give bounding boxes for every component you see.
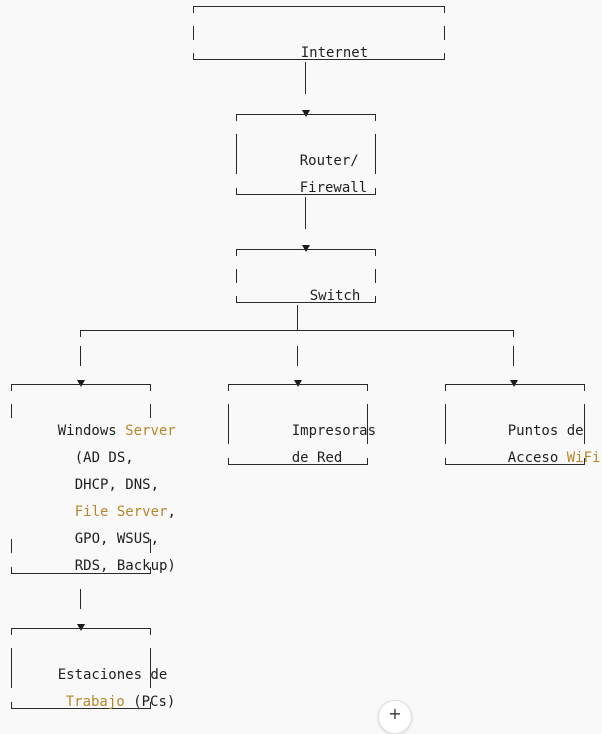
arrow-down-icon [77,380,85,387]
connector [305,62,306,94]
connector [305,197,306,229]
node-puntos-acceso: Puntos de Acceso WiFi [445,384,600,466]
node-puntos-acceso-line-1: Acceso WiFi [474,428,601,466]
text-segment-highlight: Trabajo [65,694,125,710]
node-switch: Switch [236,249,376,304]
text-segment-highlight: Server [125,423,176,439]
text-segment: Switch [309,288,361,304]
node-windows-server-line-0: Windows Server [24,401,176,439]
text-segment: de Red [291,450,343,466]
node-internet: Internet [193,6,445,61]
node-estaciones-line-0: Estaciones de [24,645,168,683]
arrow-down-icon [294,380,302,387]
expand-button[interactable]: + [378,700,412,734]
node-switch-line-0: Switch [276,266,361,304]
text-segment: , [167,504,176,520]
node-impresoras: Impresoras de Red [228,384,376,466]
node-router-line-0: Router/ [266,131,359,169]
text-segment-highlight: File Server [74,504,168,520]
node-estaciones-line-1: Trabajo (PCs) [32,672,176,710]
text-segment: (PCs) [124,694,176,710]
connector [297,346,298,366]
connector [297,305,298,331]
text-segment: Impresoras [291,423,377,439]
connector [513,330,514,337]
text-segment: RDS, Backup) [74,558,176,574]
node-impresoras-line-1: de Red [258,428,343,466]
node-windows-server-line-3: File Server, [41,482,176,520]
text-segment: Internet [300,45,369,61]
text-segment: DHCP, DNS, [74,477,160,493]
plus-icon: + [388,704,402,723]
connector [80,589,81,609]
text-segment: Router/ [299,153,359,169]
connector [80,346,81,366]
node-estaciones: Estaciones de Trabajo (PCs) [11,628,175,710]
connector [513,346,514,366]
node-windows-server-line-5: RDS, Backup) [41,536,176,574]
connector [80,330,81,337]
text-segment: Windows [57,423,126,439]
node-router-line-1: Firewall [266,158,367,196]
arrow-down-icon [77,624,85,631]
text-segment: GPO, WSUS, [74,531,160,547]
node-internet-line-0: Internet [267,23,368,61]
node-windows-server-line-1: (AD DS, [41,428,134,466]
node-puntos-acceso-line-0: Puntos de [474,401,584,439]
node-windows-server-line-4: GPO, WSUS, [41,509,159,547]
node-impresoras-line-0: Impresoras [258,401,376,439]
arrow-down-icon [510,380,518,387]
node-windows-server: Windows Server (AD DS, DHCP, DNS, File S… [11,384,176,574]
text-segment: (AD DS, [74,450,134,466]
arrow-down-icon [302,110,310,117]
text-segment: Acceso [507,450,567,466]
text-segment: Puntos de [507,423,584,439]
text-segment: Estaciones de [57,667,168,683]
node-windows-server-line-2: DHCP, DNS, [41,455,159,493]
text-segment: Firewall [299,180,368,196]
node-router: Router/ Firewall [236,114,376,196]
arrow-down-icon [302,245,310,252]
text-segment-highlight: WiFi [566,450,601,466]
branch-line [80,330,514,331]
